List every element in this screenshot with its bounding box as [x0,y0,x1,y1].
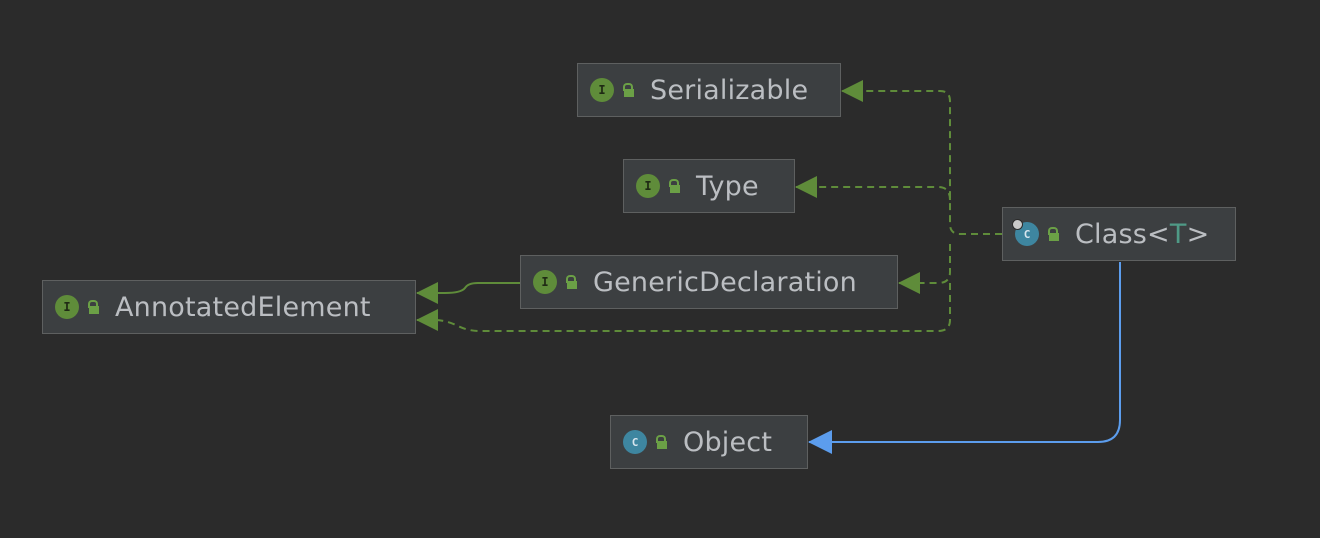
arrowhead-type [795,176,817,198]
arrowhead-annotated-element-extends [416,282,438,304]
node-label: AnnotatedElement [115,291,371,323]
interface-icon: I [533,270,557,294]
public-lock-icon [87,300,99,314]
interface-icon: I [590,78,614,102]
edge-class-implements-serializable [842,90,1002,235]
edge-class-extends-object [809,262,1121,443]
arrowhead-generic-declaration [898,272,920,294]
node-label: Object [683,426,773,458]
final-badge-icon [1012,219,1023,230]
node-label: Type [696,170,759,202]
node-serializable[interactable]: I Serializable [577,63,841,117]
node-label: Class<T> [1075,218,1210,250]
public-lock-icon [655,435,667,449]
public-lock-icon [622,83,634,97]
node-class[interactable]: C Class<T> [1002,207,1236,261]
edge-class-implements-generic-declaration [899,244,951,284]
arrowhead-serializable [841,80,863,102]
node-annotated-element[interactable]: I AnnotatedElement [42,280,416,334]
public-lock-icon [565,275,577,289]
node-label: GenericDeclaration [593,266,857,298]
edge-generic-declaration-extends-annotated-element [417,282,520,294]
arrowhead-annotated-element-implements [416,309,438,331]
node-object[interactable]: C Object [610,415,808,469]
node-label: Serializable [650,74,809,106]
node-type[interactable]: I Type [623,159,795,213]
class-icon: C [1012,219,1039,246]
interface-icon: I [55,295,79,319]
edge-class-implements-type [796,186,951,201]
interface-icon: I [636,174,660,198]
class-icon: C [623,430,647,454]
node-generic-declaration[interactable]: I GenericDeclaration [520,255,898,309]
public-lock-icon [1047,227,1059,241]
arrowhead-object [808,430,832,454]
public-lock-icon [668,179,680,193]
type-parameter: T [1169,218,1187,250]
